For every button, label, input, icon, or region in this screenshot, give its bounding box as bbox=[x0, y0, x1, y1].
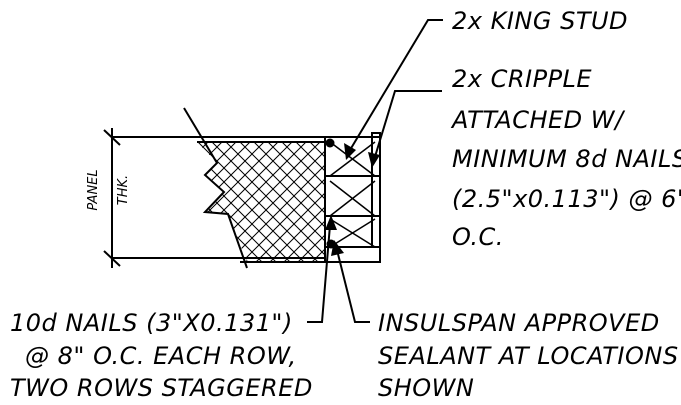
svg-text:SHOWN: SHOWN bbox=[378, 374, 474, 402]
svg-text:ATTACHED W/: ATTACHED W/ bbox=[450, 106, 626, 134]
leader-nails bbox=[307, 215, 337, 323]
svg-text:INSULSPAN APPROVED: INSULSPAN APPROVED bbox=[378, 309, 660, 337]
sealant-dot-top bbox=[325, 138, 335, 148]
panel-dim-label-1: PANEL bbox=[86, 169, 101, 210]
cripple-label: 2x CRIPPLE ATTACHED W/ MINIMUM 8d NAILS … bbox=[450, 65, 681, 251]
panel-skins bbox=[112, 107, 325, 269]
nails-label: 10d NAILS (3"X0.131") @ 8" O.C. EACH ROW… bbox=[10, 309, 313, 402]
leader-cripple bbox=[368, 90, 442, 168]
svg-text:SEALANT AT LOCATIONS: SEALANT AT LOCATIONS bbox=[378, 342, 679, 370]
panel-dim-label-2: THK. bbox=[116, 175, 131, 205]
svg-text:@ 8" O.C. EACH ROW,: @ 8" O.C. EACH ROW, bbox=[25, 342, 297, 370]
stud-assembly bbox=[324, 132, 381, 263]
foam-core bbox=[197, 142, 325, 262]
svg-text:O.C.: O.C. bbox=[452, 223, 504, 251]
panel-thickness-dimension: PANEL THK. bbox=[86, 128, 131, 268]
king-stud-label: 2x KING STUD bbox=[452, 7, 628, 35]
svg-text:2x CRIPPLE: 2x CRIPPLE bbox=[452, 65, 592, 93]
leader-king-stud bbox=[344, 19, 443, 160]
svg-text:10d NAILS (3"X0.131"): 10d NAILS (3"X0.131") bbox=[10, 309, 293, 337]
svg-text:(2.5"x0.113") @ 6": (2.5"x0.113") @ 6" bbox=[452, 185, 681, 213]
sealant-label: INSULSPAN APPROVED SEALANT AT LOCATIONS … bbox=[378, 309, 679, 402]
leader-sealant bbox=[331, 240, 370, 323]
svg-text:MINIMUM 8d NAILS: MINIMUM 8d NAILS bbox=[452, 145, 681, 173]
svg-text:TWO ROWS STAGGERED: TWO ROWS STAGGERED bbox=[10, 374, 313, 402]
break-line bbox=[183, 107, 248, 269]
